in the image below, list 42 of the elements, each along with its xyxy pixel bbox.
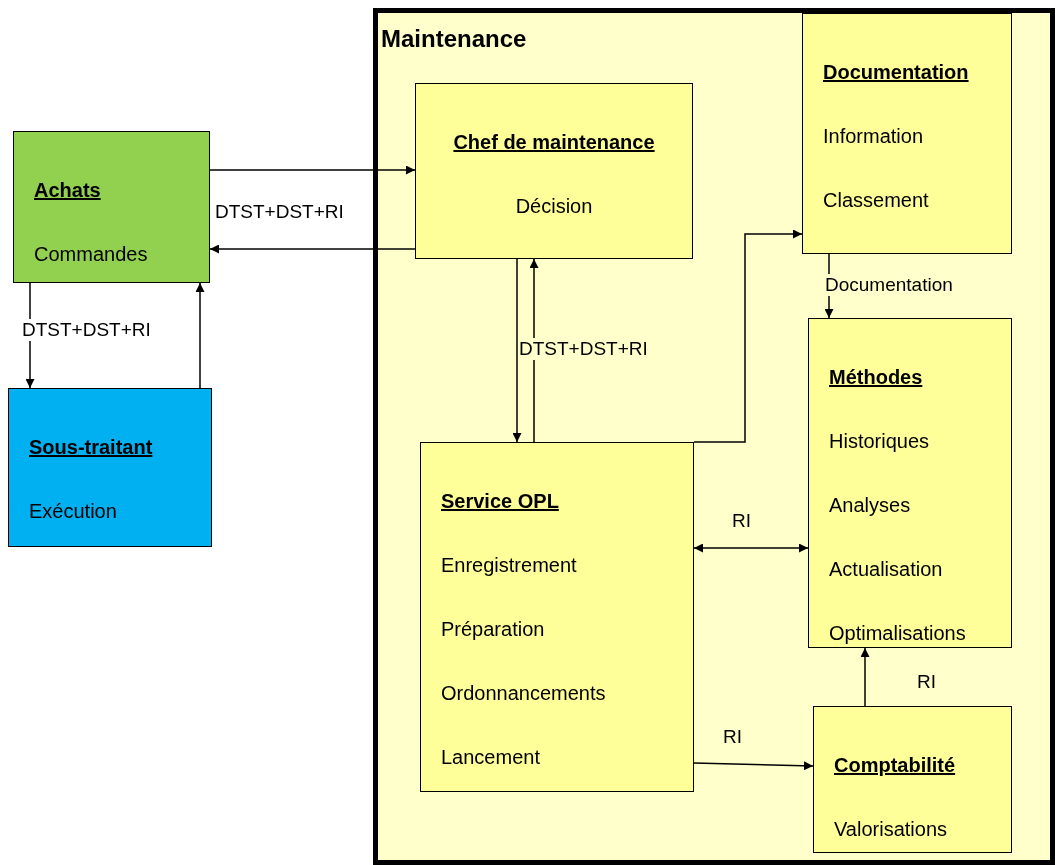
arrow [512,258,522,443]
edge-label: DTST+DST+RI [518,338,649,360]
process-box [420,442,694,792]
container-title: Maintenance [381,27,528,51]
box-item: Préparation [441,617,546,641]
box-item: Exécution [29,499,118,523]
box-item: Ordonnancements [441,681,607,705]
arrow [529,258,539,443]
box-heading: Achats [34,178,102,202]
box-item: Historiques [829,429,931,453]
maintenance-container [373,8,1055,865]
box-heading: Méthodes [829,365,924,389]
department-box [8,388,212,547]
box-item: Lancement [441,745,541,769]
box-item: Actualisation [829,557,944,581]
arrow [209,165,416,175]
box-heading: Documentation [823,60,970,84]
process-box [802,13,1012,254]
edge-label: DTST+DST+RI [21,319,152,341]
arrow [693,229,803,443]
edge-label: Documentation [824,274,954,296]
process-box [813,706,1012,853]
arrow [209,244,416,254]
arrow [693,761,814,771]
box-item: Valorisations [834,817,949,841]
process-box [415,83,693,259]
process-box [808,318,1012,648]
box-heading: Service OPL [441,489,560,513]
box-item: Classement [823,188,930,212]
box-item: Optimalisations [829,621,967,645]
box-item: Information [823,124,925,148]
box-heading: Chef de maintenance [453,130,655,154]
box-item: Décision [515,194,593,218]
department-box [13,131,210,283]
arrow [195,282,205,389]
box-item: Enregistrement [441,553,578,577]
box-item: Commandes [34,242,149,266]
arrow [860,647,870,707]
box-heading: Sous-traitant [29,435,154,459]
arrow [693,543,809,553]
box-item: Analyses [829,493,912,517]
box-heading: Comptabilité [834,753,957,777]
